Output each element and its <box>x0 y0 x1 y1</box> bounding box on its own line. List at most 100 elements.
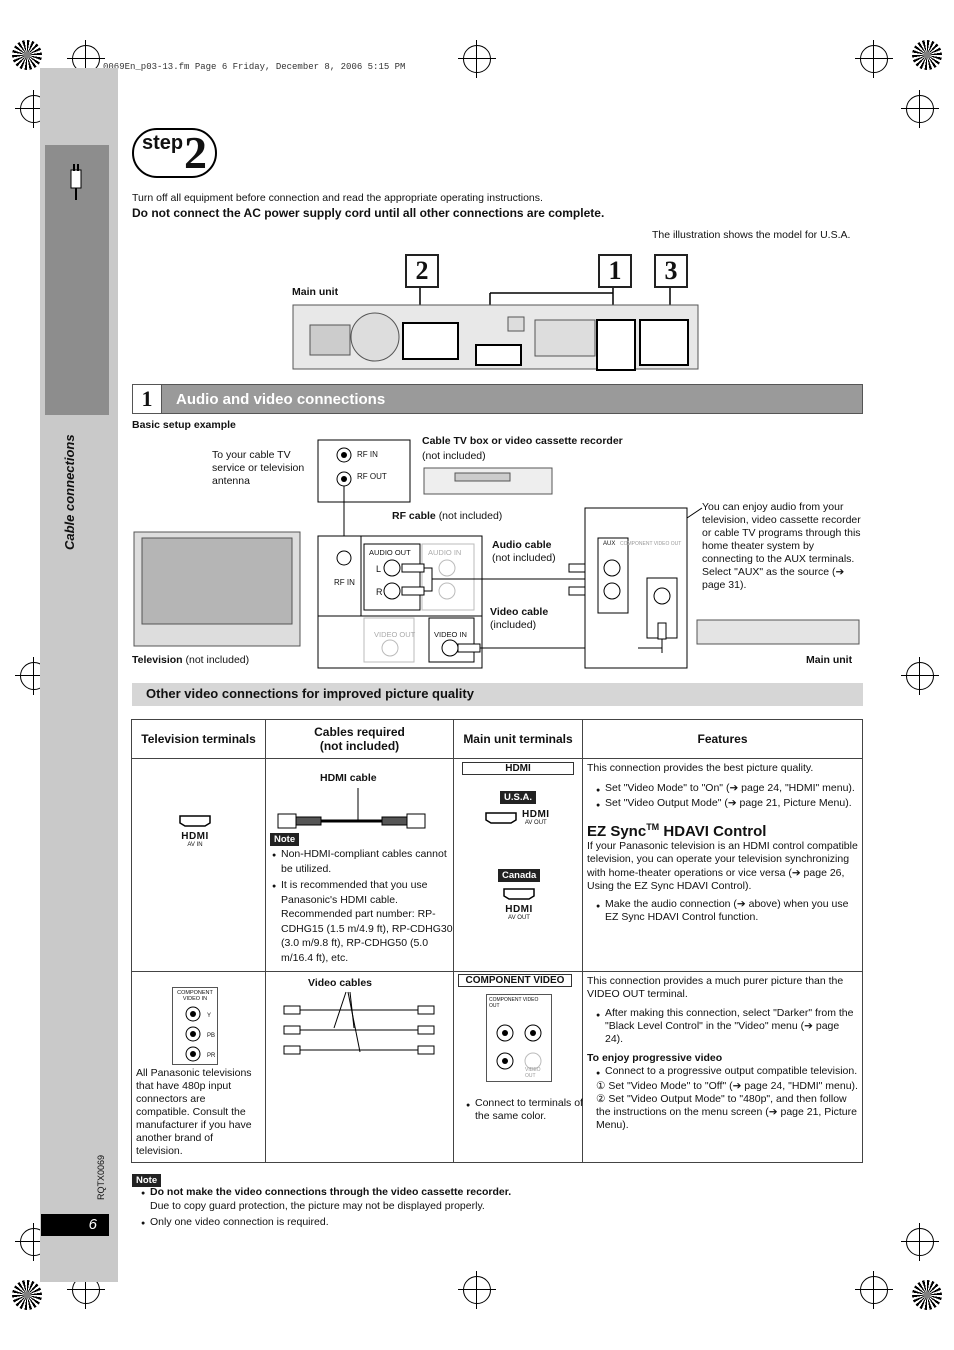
rf-cable-label: RF cable (not included) <box>392 510 503 522</box>
hdmi-feature-bullet-2: Set "Video Output Mode" (➔ page 21, Pict… <box>596 797 858 812</box>
subsection-title: Other video connections for improved pic… <box>146 686 474 701</box>
bottom-note-list: Do not make the video connections throug… <box>141 1185 511 1231</box>
bottom-note-1: Do not make the video connections throug… <box>141 1185 511 1213</box>
video-in-label: VIDEO IN <box>434 630 467 639</box>
antenna-text: To your cable TV service or television a… <box>212 449 305 487</box>
hdmi-feature-bullet-1: Set "Video Mode" to "On" (➔ page 24, "HD… <box>596 782 858 797</box>
component-in-panel: COMPONENT VIDEO IN Y PB PR <box>172 987 218 1065</box>
cell-tv-hdmi: HDMI AV IN <box>131 758 266 972</box>
header-tv-terminals: Television terminals <box>131 719 266 759</box>
hdmi-feature-intro: This connection provides the best pictur… <box>587 762 814 774</box>
tv-rf-in-label: RF IN <box>334 578 355 587</box>
hdmi-cable-illustration <box>277 788 426 829</box>
plug-icon <box>70 164 82 200</box>
progressive-step-2: ② Set "Video Output Mode" to "480p", and… <box>596 1093 857 1131</box>
hdmi-main-label: HDMI <box>462 762 574 775</box>
subsection-bar <box>132 683 863 706</box>
bottom-note-tag: Note <box>132 1170 162 1188</box>
component-jacks <box>185 1006 201 1062</box>
hdmi-port-icon <box>485 811 517 824</box>
component-main-label: COMPONENT VIDEO <box>458 974 572 987</box>
file-header: 0069En_p03-13.fm Page 6 Friday, December… <box>103 62 406 72</box>
registration-mark <box>12 40 42 70</box>
section-title: Audio and video connections <box>176 391 386 408</box>
crosshair-mark <box>901 657 939 695</box>
header-cables: Cables required (not included) <box>265 719 454 759</box>
component-out-label: COMPONENT VIDEO OUT <box>620 541 682 547</box>
overview-main-unit-label: Main unit <box>292 286 339 298</box>
cell-features-component: This connection provides a much purer pi… <box>582 971 863 1163</box>
rf-out-label: RF OUT <box>357 472 387 481</box>
r-label: R <box>376 587 383 597</box>
callout-box-1: 1 <box>598 254 632 288</box>
television-label: Television (not included) <box>132 654 250 666</box>
video-cable-label: Video cable(included) <box>490 606 549 631</box>
cell-tv-component: COMPONENT VIDEO IN Y PB PR All Panasonic… <box>131 971 266 1163</box>
ez-sync-title: EZ SyncTM HDAVI Control <box>587 821 767 840</box>
cable-box-note: (not included) <box>422 450 486 462</box>
crosshair-mark <box>901 1223 939 1261</box>
l-label: L <box>376 564 382 574</box>
hdmi-cable-label: HDMI cable <box>320 772 377 784</box>
callout-box-3: 3 <box>654 254 688 288</box>
hdmi-note-2: It is recommended that you use Panasonic… <box>272 878 455 965</box>
section-bar <box>132 384 863 414</box>
sidebar-dark-tab <box>45 145 109 415</box>
ez-sync-bullets: Make the audio connection (➔ above) when… <box>596 898 858 925</box>
bottom-note-2: Only one video connection is required. <box>141 1215 511 1231</box>
progressive-bullets: Connect to a progressive output compatib… <box>596 1065 858 1080</box>
aux-label: AUX <box>603 541 616 547</box>
component-tv-text: All Panasonic televisions that have 480p… <box>136 1067 252 1157</box>
sidebar-title: Cable connections <box>62 434 77 550</box>
cell-features-hdmi: This connection provides the best pictur… <box>582 758 863 972</box>
progressive-step-1: ① Set "Video Mode" to "Off" (➔ page 24, … <box>596 1080 858 1092</box>
step-number: 2 <box>184 127 207 178</box>
table-row-component: COMPONENT VIDEO IN Y PB PR All Panasonic… <box>131 971 863 1163</box>
callout-box-2: 2 <box>405 254 439 288</box>
ez-sync-text: If your Panasonic television is an HDMI … <box>587 839 858 893</box>
crosshair-mark <box>855 1271 893 1309</box>
canada-hdmi-port: HDMI AV OUT <box>502 887 536 921</box>
document-code: RQTX0069 <box>96 1154 106 1200</box>
cell-cable-hdmi: HDMI cable Note Non-HDMI-compliant cable… <box>265 758 455 972</box>
aux-description: You can enjoy audio from your television… <box>702 501 861 591</box>
audio-cable-label: Audio cable(not included) <box>492 539 556 564</box>
step-badge: step 2 <box>132 127 217 178</box>
component-out-jacks <box>496 1024 542 1070</box>
section-number: 1 <box>132 384 162 414</box>
video-cables-label: Video cables <box>308 977 373 989</box>
intro-line: Turn off all equipment before connection… <box>132 192 543 204</box>
page-number: 6 <box>41 1214 109 1236</box>
cable-box-title: Cable TV box or video cassette recorder <box>422 435 623 447</box>
progressive-title: To enjoy progressive video <box>587 1052 723 1064</box>
rf-in-label: RF IN <box>357 450 378 459</box>
hdmi-feature-bullets: Set "Video Mode" to "On" (➔ page 24, "HD… <box>596 782 858 812</box>
hdmi-note-1: Non-HDMI-compliant cables cannot be util… <box>272 847 455 876</box>
cell-cable-component: Video cables <box>265 971 454 1163</box>
ez-sync-bullet: Make the audio connection (➔ above) when… <box>596 898 858 925</box>
crosshair-mark <box>855 40 893 78</box>
illustration-note: The illustration shows the model for U.S… <box>652 229 851 241</box>
intro-warning: Do not connect the AC power supply cord … <box>132 206 605 220</box>
component-main-bullet: Connect to terminals of the same color. <box>466 1097 587 1123</box>
basic-setup-label: Basic setup example <box>132 419 236 431</box>
connection-table: Television terminals Cables required (no… <box>131 719 863 1163</box>
audio-out-label: AUDIO OUT <box>369 548 411 557</box>
registration-mark <box>912 40 942 70</box>
component-out-panel: COMPONENT VIDEO OUT VIDEO OUT <box>486 994 552 1082</box>
usa-tag: U.S.A. <box>500 791 536 804</box>
table-header-row: Television terminals Cables required (no… <box>131 719 863 759</box>
video-cables-illustration <box>283 991 435 1055</box>
video-out-label: VIDEO OUT <box>374 630 416 639</box>
component-feature-bullets: After making this connection, select "Da… <box>596 1007 858 1046</box>
connection-diagram <box>133 439 860 669</box>
component-feature-intro: This connection provides a much purer pi… <box>587 975 844 1000</box>
registration-mark <box>12 1280 42 1310</box>
diagram-main-unit-label: Main unit <box>806 654 853 666</box>
step-word: step <box>142 132 184 154</box>
hdmi-notes: Non-HDMI-compliant cables cannot be util… <box>272 847 455 967</box>
registration-mark <box>912 1280 942 1310</box>
main-unit-rear-illustration <box>292 288 699 371</box>
